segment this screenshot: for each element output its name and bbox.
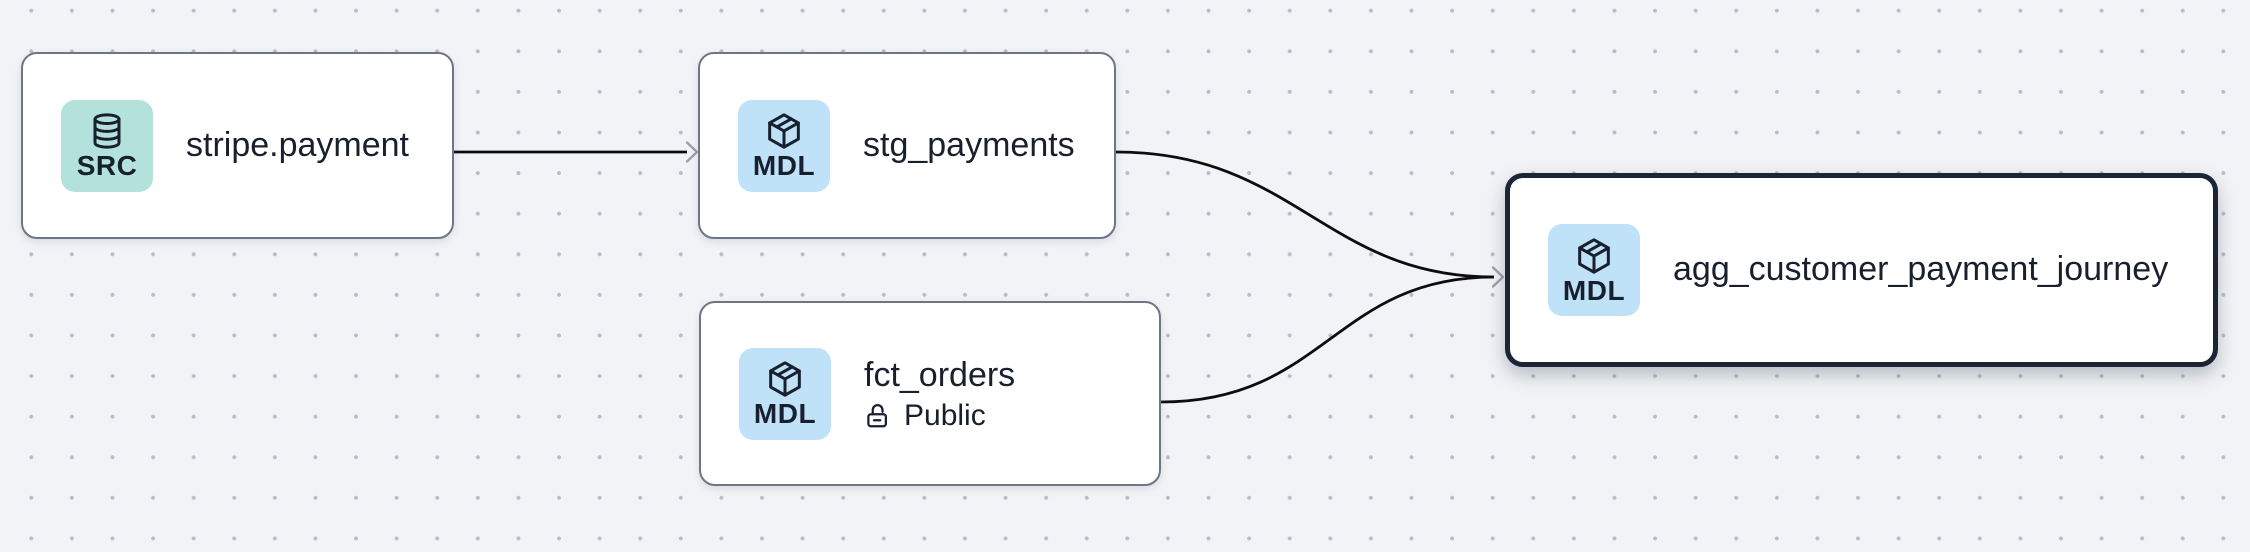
node-title: stripe.payment xyxy=(186,125,409,164)
lock-open-icon xyxy=(867,404,887,428)
model-type-badge: MDL xyxy=(738,99,830,192)
arrowhead-icon xyxy=(1491,266,1505,288)
node-agg-customer-payment-journey[interactable]: MDL agg_customer_payment_journey xyxy=(1505,173,2218,367)
model-type-badge: MDL xyxy=(1548,224,1640,316)
arrowhead-icon xyxy=(685,141,699,163)
node-stg-payments[interactable]: MDL stg_payments xyxy=(698,52,1116,239)
badge-label: MDL xyxy=(1562,274,1626,306)
source-type-badge: SRC xyxy=(61,99,153,192)
node-title: agg_customer_payment_journey xyxy=(1673,250,2169,289)
badge-label: MDL xyxy=(752,150,816,181)
edge-fct-orders-to-agg-customer-payment-journey xyxy=(1160,275,1495,404)
model-type-badge: MDL xyxy=(739,347,831,440)
cube-icon xyxy=(1578,237,1610,274)
badge-label: MDL xyxy=(753,398,817,429)
badge-label: SRC xyxy=(76,150,138,181)
node-title: stg_payments xyxy=(863,125,1075,164)
cube-icon xyxy=(769,361,801,397)
access-label: Public xyxy=(904,399,986,433)
cube-icon xyxy=(768,113,800,149)
access-status: Public xyxy=(864,401,1015,431)
edge-stg-payments-to-agg-customer-payment-journey xyxy=(1115,150,1495,279)
node-fct-orders[interactable]: MDL fct_orders Public xyxy=(699,301,1161,486)
node-title: fct_orders xyxy=(864,355,1016,394)
node-stripe-payment[interactable]: SRC stripe.payment xyxy=(21,52,454,239)
database-icon xyxy=(93,113,121,149)
